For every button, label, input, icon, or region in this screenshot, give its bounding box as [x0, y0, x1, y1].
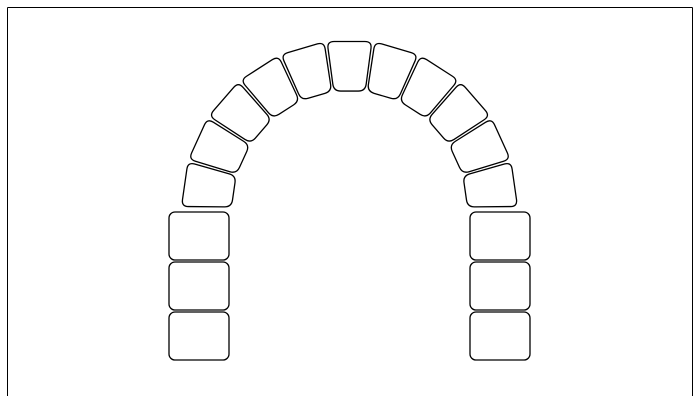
- right-pillar-block: [470, 262, 530, 310]
- right-pillar: [470, 212, 530, 360]
- keystone-block: [328, 42, 371, 92]
- left-pillar-block: [169, 312, 229, 360]
- right-pillar-block: [470, 212, 530, 260]
- left-pillar: [169, 212, 229, 360]
- right-pillar-block: [470, 312, 530, 360]
- left-pillar-block: [169, 262, 229, 310]
- arch-ring: [182, 42, 516, 207]
- left-pillar-block: [169, 212, 229, 260]
